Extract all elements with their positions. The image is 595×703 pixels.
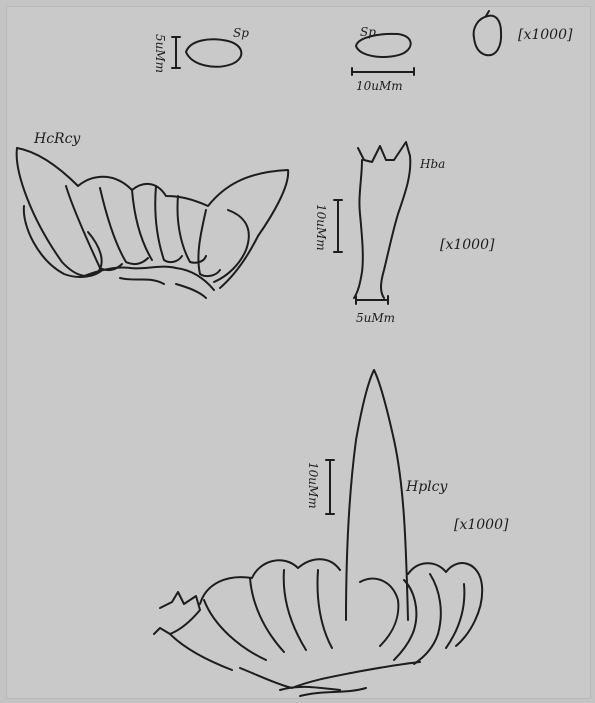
hba-label: Hba xyxy=(420,158,445,170)
scale-10um-top-label: 10uMm xyxy=(356,80,403,92)
scale-5um-top-label: 5uMm xyxy=(154,34,166,73)
scale-bar-10um-bottom xyxy=(326,460,334,514)
spore-2 xyxy=(352,34,414,75)
scale-10um-bottom-label: 10uMm xyxy=(307,462,319,509)
hplcy-label: Hplcy xyxy=(406,480,447,494)
spore-label-2: Sp. xyxy=(360,26,380,38)
scale-bar-5um-top xyxy=(172,37,180,68)
scale-bar-10um-top xyxy=(352,68,414,75)
magnification-top: [x1000] xyxy=(518,28,572,42)
scale-bar-10um-mid xyxy=(334,200,342,252)
hba-drawing xyxy=(334,142,410,304)
hcrcy-label: HcRcy xyxy=(34,132,80,146)
spore-3 xyxy=(474,11,501,55)
magnification-bottom: [x1000] xyxy=(454,518,508,532)
spore-label-1: Sp xyxy=(233,27,249,39)
hplcy-drawing xyxy=(154,370,482,696)
hcrcy-drawing xyxy=(17,148,288,298)
scale-5um-mid-label: 5uMm xyxy=(356,312,395,324)
scale-10um-mid-label: 10uMm xyxy=(315,204,327,251)
magnification-mid: [x1000] xyxy=(440,238,494,252)
spore-1 xyxy=(172,37,241,68)
